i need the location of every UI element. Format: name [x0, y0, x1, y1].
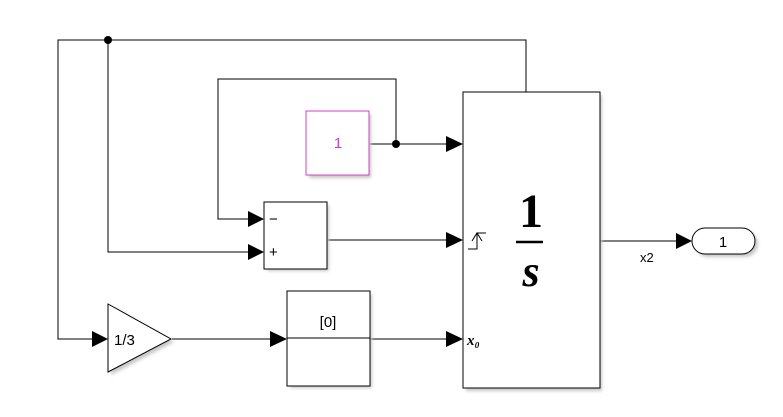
reset-input-arrow: [446, 232, 463, 248]
outport-number: 1: [719, 234, 727, 251]
ic-input-arrow: [270, 331, 287, 347]
gain-block[interactable]: 1/3: [107, 303, 174, 375]
x0-input-arrow: [446, 331, 463, 347]
sum-plus-arrow: [248, 244, 264, 260]
ic-value: [0]: [320, 314, 337, 331]
output-signal-label: x2: [640, 250, 654, 265]
rising-edge-reset-icon: [468, 232, 486, 250]
x0-port-label: x₀: [466, 333, 480, 349]
integrator-numerator: 1: [519, 185, 543, 238]
sum-minus-wire[interactable]: [217, 78, 397, 220]
sum-minus-sign: −: [269, 211, 278, 228]
branch-point: [104, 36, 112, 44]
constant-block[interactable]: 1: [305, 110, 371, 178]
sum-plus-sign: +: [269, 244, 278, 261]
integrator-block[interactable]: 1 s x₀: [462, 91, 602, 391]
outport-block[interactable]: 1: [691, 227, 758, 257]
gain-input-arrow: [92, 331, 108, 347]
sum-block[interactable]: − +: [263, 201, 329, 271]
sum-minus-arrow: [248, 211, 264, 227]
sum-plus-wire[interactable]: [107, 40, 248, 253]
constant-value: 1: [334, 135, 342, 152]
feedback-wire[interactable]: [57, 39, 527, 340]
gain-value: 1/3: [114, 332, 135, 349]
integrator-input-arrow: [446, 136, 463, 152]
outport-input-arrow: [676, 233, 692, 249]
integrator-denominator: s: [521, 247, 539, 296]
ic-block[interactable]: [0]: [286, 290, 372, 388]
